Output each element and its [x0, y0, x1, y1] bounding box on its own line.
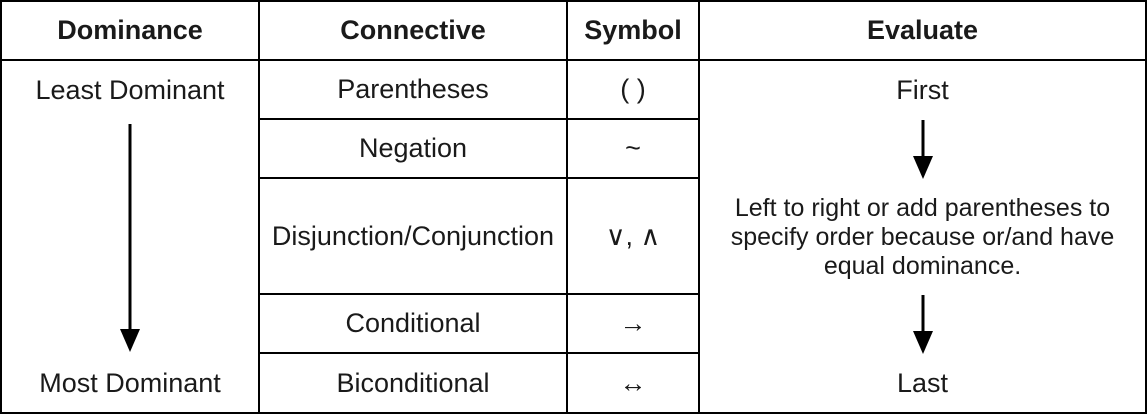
down-arrow-icon [120, 124, 140, 352]
evaluate-arrow-bottom-area [700, 295, 1145, 354]
symbol-conditional-cell: → [568, 295, 700, 354]
header-symbol-cell: Symbol [568, 2, 700, 61]
evaluate-column: First Left to right or add parentheses t… [700, 61, 1145, 412]
evaluate-arrow-top-area [700, 120, 1145, 179]
header-connective-cell: Connective [260, 2, 568, 61]
connective-parentheses-cell: Parentheses [260, 61, 568, 120]
header-dominance-cell: Dominance [2, 2, 260, 61]
evaluate-middle-line: Left to right or add parentheses to [734, 193, 1111, 222]
symbol-parentheses-cell: ( ) [568, 61, 700, 120]
connective-disjunction-conjunction-cell: Disjunction/Conjunction [260, 179, 568, 295]
symbol-negation-cell: ~ [568, 120, 700, 179]
down-arrow-icon [912, 120, 933, 179]
evaluate-last-label: Last [896, 367, 949, 398]
connective-negation-cell: Negation [260, 120, 568, 179]
connective-biconditional-cell: Biconditional [260, 354, 568, 412]
evaluate-first-label: First [896, 75, 949, 105]
evaluate-middle-line: equal dominance. [823, 251, 1022, 280]
least-dominant-label: Least Dominant [35, 75, 225, 105]
most-dominant-label: Most Dominant [39, 367, 221, 398]
symbol-biconditional-cell: ↔ [568, 354, 700, 412]
connective-conditional-cell: Conditional [260, 295, 568, 354]
dominance-column: Least Dominant Most Dominant [2, 61, 260, 412]
evaluate-middle-line: specify order because or/and have [730, 222, 1115, 251]
down-arrow-icon [912, 295, 933, 354]
dominance-arrow-area [2, 120, 258, 354]
evaluate-middle-text: Left to right or add parentheses to spec… [700, 179, 1145, 295]
symbol-disjunction-conjunction-cell: ∨, ∧ [568, 179, 700, 295]
header-evaluate-cell: Evaluate [700, 2, 1145, 61]
